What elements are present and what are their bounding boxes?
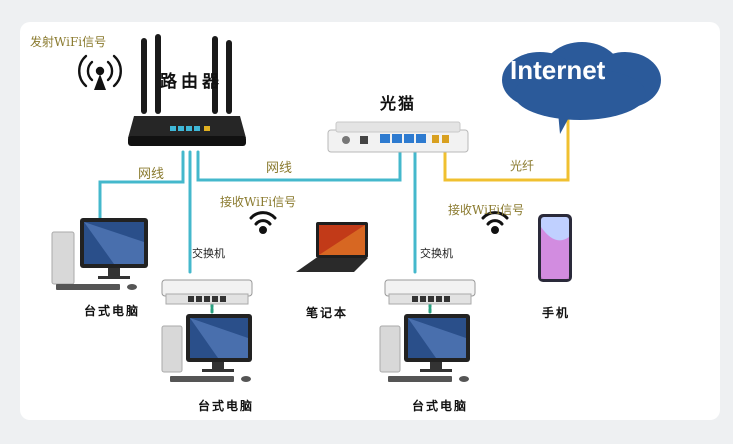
cable-router-to-modem	[196, 150, 402, 182]
desktop-computer-icon	[51, 218, 148, 290]
diagram-graphics	[51, 34, 661, 382]
laptop-label: 笔记本	[306, 306, 349, 320]
desktop-label-bottom-right: 台式电脑	[412, 399, 469, 413]
laptop-icon	[296, 222, 368, 272]
router-label: 路由器	[160, 72, 223, 92]
connection-lines	[98, 115, 570, 316]
switch-label-right: 交换机	[420, 247, 453, 260]
modem-label: 光猫	[380, 94, 417, 113]
wifi-icon	[481, 211, 509, 234]
wifi-receive-label-left: 接收WiFi信号	[220, 195, 297, 209]
network-switch-icon	[384, 279, 476, 305]
wifi-receive-label-right: 接收WiFi信号	[448, 203, 525, 217]
wifi-transmit-label: 发射WiFi信号	[30, 35, 107, 49]
network-diagram: 发射WiFi信号 路由器 光猫 Internet 光纤 网线 网线 接收WiFi…	[20, 22, 720, 420]
router-icon	[128, 34, 246, 146]
smartphone-icon	[538, 214, 572, 282]
modem-icon	[327, 121, 469, 153]
desktop-computer-icon	[379, 314, 470, 382]
cable-router-to-desktop	[98, 150, 185, 229]
internet-cloud	[502, 42, 661, 134]
internet-label: Internet	[510, 55, 606, 85]
network-switch-icon	[161, 279, 253, 305]
wifi-icon	[249, 211, 277, 234]
desktop-computer-icon	[161, 314, 252, 382]
desktop-label-top: 台式电脑	[84, 304, 141, 318]
cable-label-left: 网线	[138, 167, 165, 182]
switch-label-left: 交换机	[192, 247, 225, 260]
broadcast-icon	[78, 54, 122, 90]
phone-label: 手机	[542, 306, 571, 320]
cable-label-mid: 网线	[266, 161, 293, 176]
fiber-modem-to-internet	[443, 115, 570, 182]
desktop-label-bottom-left: 台式电脑	[198, 399, 255, 413]
fiber-label: 光纤	[510, 159, 535, 173]
